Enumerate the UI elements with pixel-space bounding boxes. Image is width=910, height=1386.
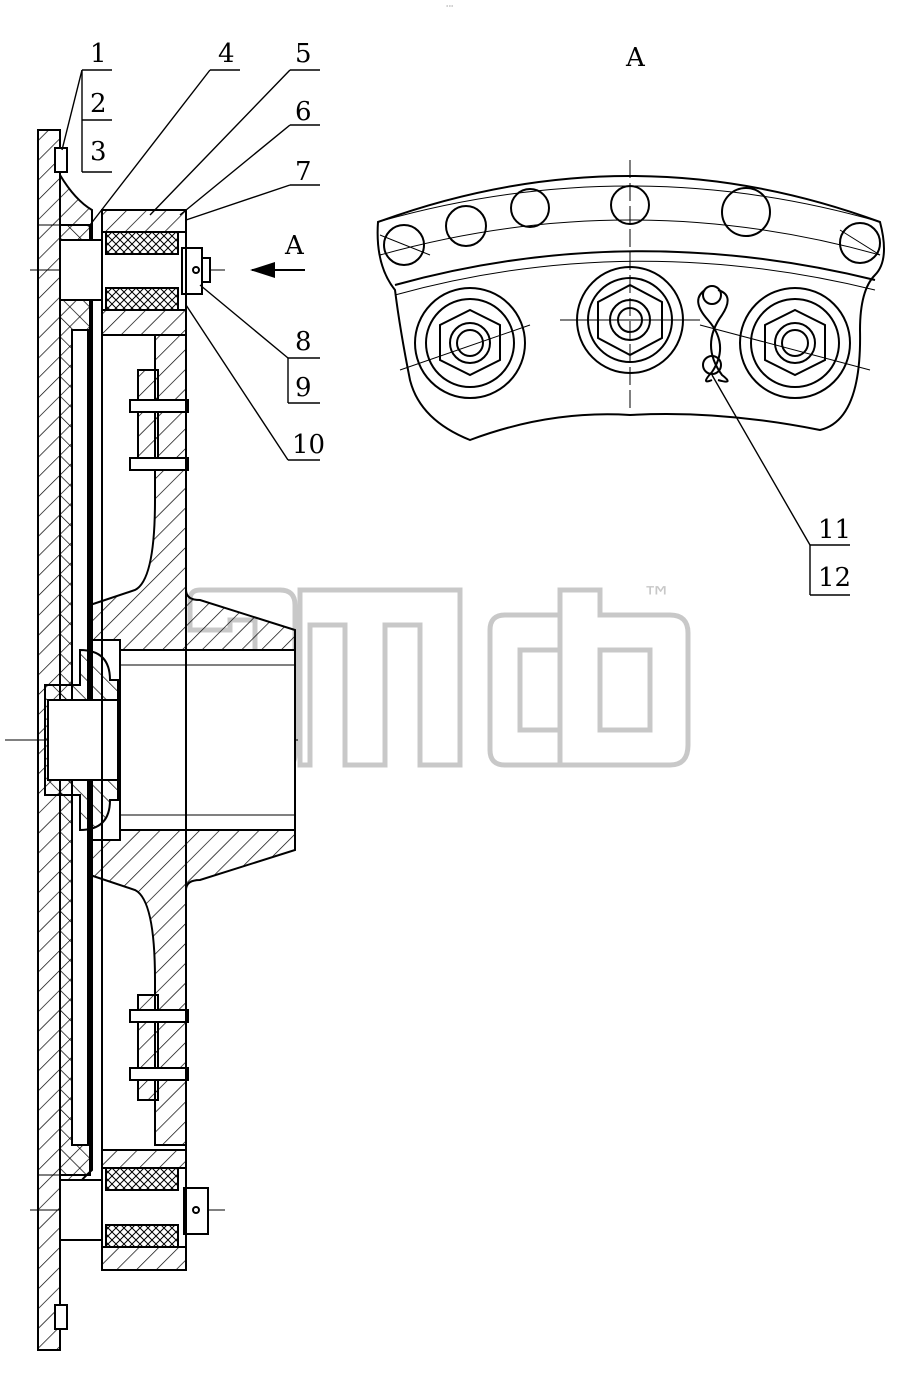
callout-12: 12 [818, 563, 851, 593]
callout-2: 2 [90, 89, 107, 119]
callout-3: 3 [90, 137, 107, 167]
callout-leaders [61, 69, 320, 461]
watermark-tm: ™ [642, 581, 672, 616]
view-arrow [250, 262, 305, 278]
callout-6: 6 [295, 97, 312, 127]
view-arrow-label: A [284, 231, 305, 261]
detail-view-title: A [625, 43, 646, 73]
callout-5: 5 [295, 39, 312, 69]
header-mark: °°° [446, 5, 454, 11]
callout-leaders-detail [711, 374, 850, 596]
section-view [5, 129, 298, 1351]
callout-4: 4 [218, 39, 235, 69]
callout-11: 11 [818, 515, 851, 545]
callout-10: 10 [292, 430, 325, 460]
callout-1: 1 [90, 39, 107, 69]
callout-7: 7 [295, 157, 312, 187]
callout-8: 8 [295, 327, 312, 357]
detail-view [376, 160, 885, 442]
callout-9: 9 [295, 373, 312, 403]
